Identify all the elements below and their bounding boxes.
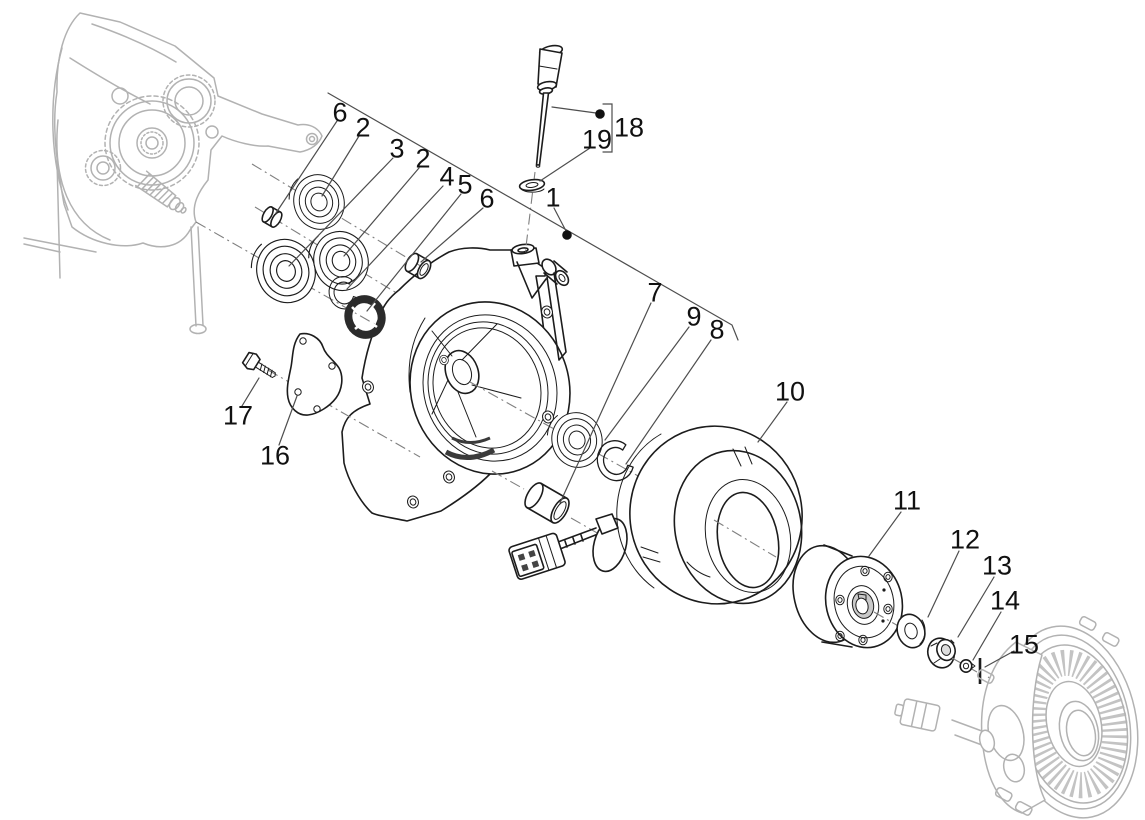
axis-rotor-washer (873, 611, 915, 636)
screw-item14 (959, 658, 976, 673)
callout-9: 9 (686, 302, 701, 332)
washer-item19 (518, 178, 546, 193)
washer-item12 (896, 613, 926, 649)
flywheel-item10 (616, 425, 803, 605)
callout-6b: 6 (479, 184, 494, 214)
screw-item17 (241, 351, 276, 379)
callout-dot-18 (595, 109, 605, 119)
gasket-plate-item16 (286, 332, 343, 416)
rotor-item11 (792, 544, 904, 649)
bearing-item2-a (283, 166, 352, 238)
leader-lines (241, 92, 1015, 668)
callout-11: 11 (893, 486, 921, 516)
callout-3: 3 (389, 134, 404, 164)
stator-cable-connector (508, 513, 628, 580)
callout-19: 19 (582, 125, 612, 155)
dipstick-item18 (535, 44, 564, 168)
plug-item6 (261, 206, 283, 228)
callout-15: 15 (1009, 630, 1039, 660)
callout-18: 18 (614, 113, 644, 143)
callout-12: 12 (950, 525, 980, 555)
callout-17: 17 (223, 401, 253, 431)
nut-item13 (926, 637, 956, 669)
callout-1: 1 (545, 183, 560, 213)
crankcase-cover (341, 243, 571, 522)
callout-dot-1 (562, 230, 572, 240)
callout-8: 8 (709, 315, 724, 345)
callout-13: 13 (982, 551, 1012, 581)
spacer-bushing-item7 (524, 482, 570, 524)
callout-14: 14 (990, 586, 1020, 616)
callout-labels: 6 2 3 2 4 5 6 18 19 1 7 9 8 10 11 12 13 … (223, 98, 1039, 660)
callout-7: 7 (647, 278, 662, 308)
callout-2b: 2 (415, 144, 430, 174)
axis-nut-pin (951, 657, 978, 673)
callout-2a: 2 (355, 113, 370, 143)
fan-cover-ghost (894, 616, 1139, 819)
callout-4: 4 (439, 162, 454, 192)
engine-assembly-ghost (23, 12, 323, 335)
axis-through-flywheel (713, 519, 777, 558)
callout-5: 5 (457, 170, 472, 200)
callout-16: 16 (260, 441, 290, 471)
callout-6a: 6 (332, 98, 347, 128)
seal-item5 (344, 295, 386, 339)
bearing-item2-b (302, 222, 377, 299)
bushing-item6b (404, 252, 432, 280)
callout-10: 10 (775, 377, 805, 407)
